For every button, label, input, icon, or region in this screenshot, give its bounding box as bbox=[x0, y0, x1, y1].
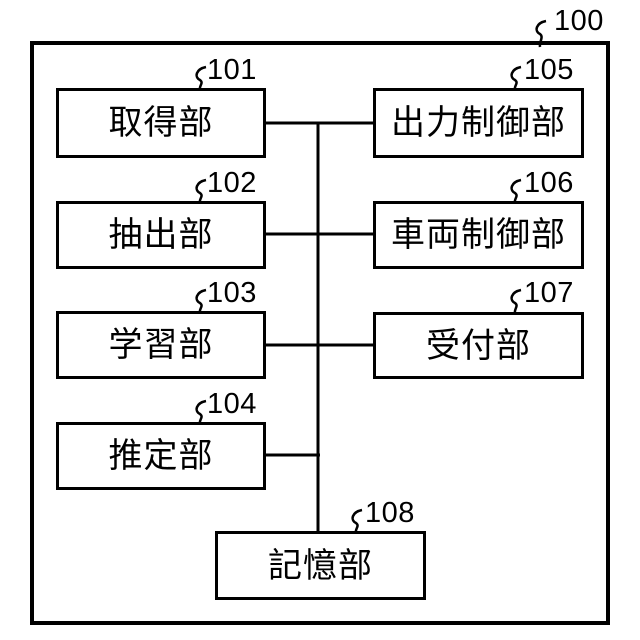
ref-numeral-101: 101 bbox=[207, 54, 257, 86]
block-output-control-unit: 出力制御部 bbox=[373, 88, 584, 158]
block-label: 出力制御部 bbox=[391, 104, 566, 142]
ref-numeral-104: 104 bbox=[207, 388, 257, 420]
block-extraction-unit: 抽出部 bbox=[56, 201, 266, 269]
system-outer-box bbox=[30, 41, 610, 625]
ref-numeral-100: 100 bbox=[554, 5, 604, 37]
ref-numeral-106: 106 bbox=[524, 167, 574, 199]
ref-numeral-102: 102 bbox=[207, 167, 257, 199]
block-vehicle-control-unit: 車両制御部 bbox=[373, 201, 584, 269]
ref-numeral-105: 105 bbox=[524, 54, 574, 86]
block-label: 推定部 bbox=[108, 437, 214, 475]
ref-numeral-107: 107 bbox=[524, 277, 574, 309]
block-label: 抽出部 bbox=[108, 216, 214, 254]
block-reception-unit: 受付部 bbox=[373, 312, 584, 379]
block-estimation-unit: 推定部 bbox=[56, 422, 266, 490]
ref-numeral-108: 108 bbox=[365, 497, 415, 529]
block-label: 取得部 bbox=[108, 104, 214, 142]
block-label: 受付部 bbox=[426, 326, 531, 365]
block-label: 記憶部 bbox=[268, 546, 373, 585]
block-acquisition-unit: 取得部 bbox=[56, 88, 266, 158]
block-label: 学習部 bbox=[108, 326, 214, 364]
block-label: 車両制御部 bbox=[391, 216, 566, 254]
block-learning-unit: 学習部 bbox=[56, 311, 266, 379]
ref-numeral-103: 103 bbox=[207, 277, 257, 309]
block-storage-unit: 記憶部 bbox=[215, 531, 426, 600]
